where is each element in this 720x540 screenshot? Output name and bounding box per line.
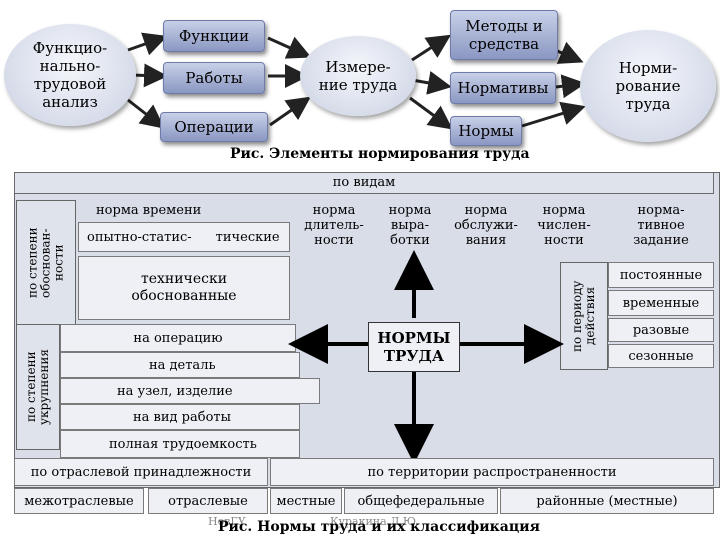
local-box: местные [270, 488, 342, 514]
works-label: Работы [185, 69, 243, 87]
full-labor-label: полная трудоемкость [109, 436, 257, 452]
labor-rationing-ellipse: Норми- рование труда [580, 30, 716, 142]
normatives-label: Нормативы [457, 79, 549, 97]
normatives-box: Нормативы [450, 72, 556, 104]
functional-labor-analysis-ellipse: Функцио- нально- трудовой анализ [4, 24, 136, 126]
federal-box: общефедеральные [344, 488, 498, 514]
temporary-label: временные [622, 295, 700, 311]
per-unit-box: на узел, изделие [60, 378, 320, 404]
by-type-label: по видам [332, 175, 396, 190]
sectoral-box: отраслевые [148, 488, 268, 514]
functional-labor-analysis-label: Функцио- нально- трудовой анализ [32, 39, 108, 111]
methods-label: Методы и средства [465, 17, 543, 53]
methods-box: Методы и средства [450, 10, 558, 60]
one-time-box: разовые [608, 318, 714, 342]
works-box: Работы [163, 62, 265, 94]
constant-label: постоянные [619, 267, 703, 283]
labor-rationing-label: Норми- рование труда [615, 59, 681, 113]
intersectoral-label: межотраслевые [24, 493, 134, 509]
per-unit-label: на узел, изделие [117, 383, 233, 399]
federal-label: общефедеральные [357, 493, 485, 509]
experimental-label: опытно-статис- [87, 229, 192, 245]
bottom-caption: Рис. Нормы труда и их классификация [218, 519, 540, 535]
per-operation-box: на операцию [60, 324, 296, 352]
technically-justified-box: технически обоснованные [78, 256, 290, 320]
by-territory-box: по территории распространенности [270, 458, 714, 486]
norm-time-label: норма времени [96, 203, 202, 218]
norm-service-label: норма обслужи- вания [454, 203, 518, 248]
functions-box: Функции [163, 20, 265, 52]
labor-norms-center-box: НОРМЫ ТРУДА [368, 322, 460, 372]
by-industry-label: по отраслевой принадлежности [30, 464, 252, 480]
per-operation-label: на операцию [133, 330, 223, 346]
operations-label: Операции [174, 118, 254, 136]
operations-box: Операции [160, 112, 268, 142]
by-territory-label: по территории распространенности [367, 464, 617, 480]
per-part-label: на деталь [149, 357, 216, 373]
per-work-type-box: на вид работы [60, 404, 300, 430]
top-caption: Рис. Элементы нормирования труда [230, 146, 530, 162]
labor-measurement-label: Измере- ние труда [318, 58, 398, 94]
labor-measurement-ellipse: Измере- ние труда [300, 36, 416, 116]
per-part-box: на деталь [60, 352, 300, 378]
norms-box: Нормы [450, 116, 522, 146]
intersectoral-box: межотраслевые [14, 488, 144, 514]
local-label: местные [276, 493, 336, 509]
constant-box: постоянные [608, 262, 714, 288]
norm-duration-label: норма длитель- ности [304, 203, 364, 248]
labor-norms-center-label: НОРМЫ ТРУДА [377, 329, 451, 365]
technical-suffix-label: тические [215, 229, 280, 245]
norms-label: Нормы [458, 122, 514, 140]
seasonal-box: сезонные [608, 344, 714, 368]
regional-label: районные (местные) [536, 493, 678, 509]
regional-box: районные (местные) [500, 488, 714, 514]
sectoral-label: отраслевые [168, 493, 248, 509]
one-time-label: разовые [632, 322, 690, 338]
seasonal-label: сезонные [628, 348, 694, 364]
technically-justified-label: технически обоснованные [131, 271, 237, 304]
normative-task-label: норма- тивное задание [633, 203, 689, 248]
experimental-statistical-box: опытно-статис-тические [78, 222, 290, 252]
by-type-header: по видам [14, 172, 714, 194]
by-industry-box: по отраслевой принадлежности [14, 458, 268, 486]
per-work-type-label: на вид работы [133, 409, 231, 425]
watermark-right: Куракина Л.Ю. [330, 515, 420, 528]
full-labor-box: полная трудоемкость [60, 430, 300, 458]
functions-label: Функции [178, 27, 250, 45]
temporary-box: временные [608, 290, 714, 316]
norm-headcount-label: норма числен- ности [537, 203, 591, 248]
norm-output-label: норма выра- ботки [388, 203, 432, 248]
watermark-left: НовГУ [208, 515, 246, 528]
